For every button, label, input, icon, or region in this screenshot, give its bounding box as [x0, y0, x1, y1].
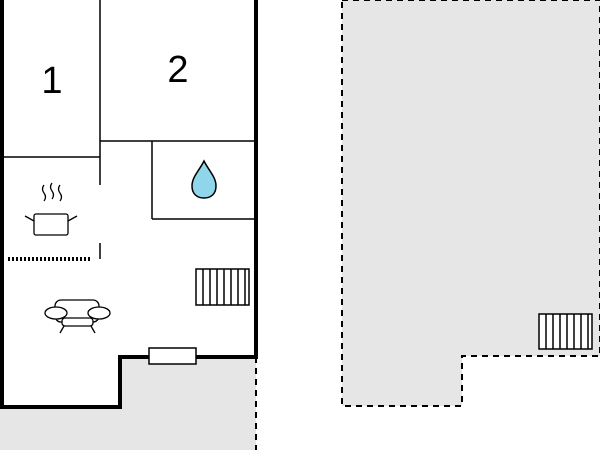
terrace-left	[0, 357, 257, 450]
room-label-2: 2	[167, 49, 188, 91]
room-label-1: 1	[41, 60, 62, 102]
radiator-icon	[195, 268, 250, 306]
cooking-pot-icon	[24, 182, 78, 236]
sofa-icon	[44, 299, 111, 334]
outer-walls	[0, 0, 258, 409]
interior-walls	[2, 0, 256, 259]
terrace-radiator-icon	[538, 313, 593, 350]
terrace-right	[341, 0, 600, 407]
water-drop-icon	[191, 159, 217, 199]
door-icon	[148, 347, 197, 365]
